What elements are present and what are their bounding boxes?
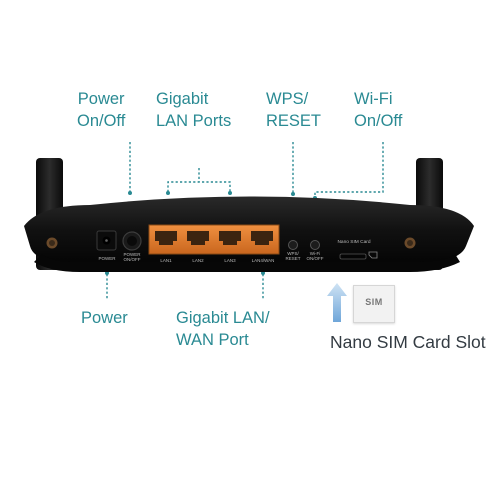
wps-reset-button [288,240,298,250]
sim-card: SIM [353,285,395,323]
lan-port-2 [187,231,209,245]
lan-wan-port-4 [251,231,273,245]
up-arrow-icon [327,283,347,322]
sim-slot [339,253,367,260]
wifi-onoff-button [310,240,320,250]
lan-port-3 [219,231,241,245]
label-nano-sim-card-slot: Nano SIM Card Slot [330,332,486,352]
label-power-onoff: Power On/Off [77,90,126,130]
sim-orientation-icon [368,251,378,259]
label-wps-reset: WPS/ RESET [266,90,322,130]
label-power: Power [81,309,128,327]
lan-port-1 [155,231,177,245]
label-gigabit-lan-wan-port: Gigabit LAN/ WAN Port [176,309,270,349]
callout-line-wifi [314,142,384,197]
label-wifi-onoff: Wi-Fi On/Off [354,90,403,130]
sim-card-label: SIM [365,297,383,307]
label-gigabit-lan-ports: Gigabit LAN Ports [156,90,232,130]
